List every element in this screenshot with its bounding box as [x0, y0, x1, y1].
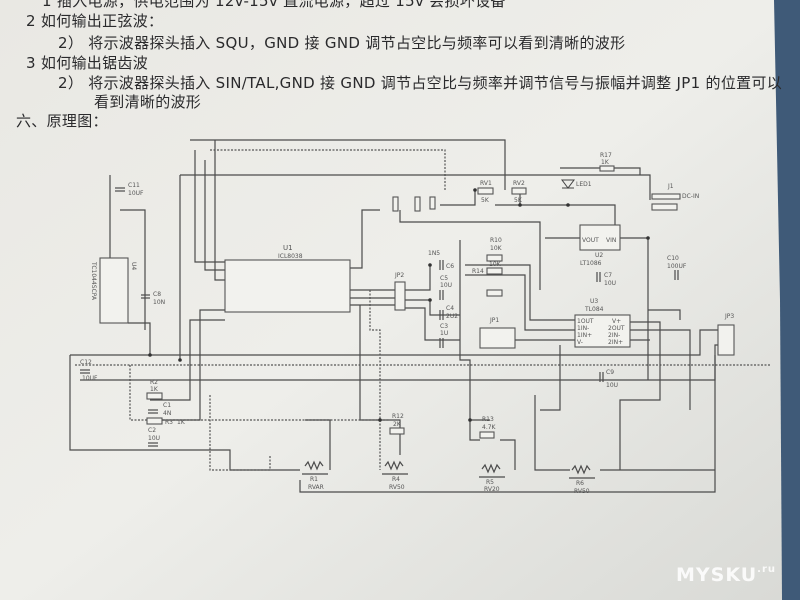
component-label: 10K: [490, 245, 503, 252]
heading-sawtooth-wave: 3 如何输出锯齿波: [26, 54, 149, 72]
component-label: 10U: [604, 280, 616, 287]
u4-charge-pump: U4 TC1044SCPA: [90, 257, 137, 324]
u4-ref: U4: [130, 262, 137, 270]
jp1-label: JP1: [489, 317, 499, 324]
u3-ref: U3: [590, 298, 598, 305]
step-sawtooth-wave-cont: 看到清晰的波形: [94, 93, 202, 111]
u3-opamp: U3 TL084 1OUT 1IN- 1IN+ V- V+ 2OUT 2IN- …: [574, 298, 631, 348]
component-label: 10U: [606, 382, 618, 389]
u2-pin-vin: VIN: [606, 237, 616, 244]
section-schematic-heading: 六、原理图：: [16, 112, 108, 130]
dc-jack: J1 DC-IN: [651, 183, 699, 211]
u2-part: LT1086: [580, 260, 602, 267]
u3-pin: 1OUT: [577, 318, 594, 325]
resistors: R17 1K RV1 5K RV2 5K R10 10K R14 10K R2 …: [146, 152, 615, 439]
component-label: C3: [440, 323, 448, 330]
heading-sine-wave: 2 如何输出正弦波：: [26, 12, 164, 30]
jumpers: JP2 JP1 JP3: [394, 272, 735, 356]
u3-part: TL084: [584, 306, 604, 313]
rv2-ref: RV2: [513, 180, 525, 187]
component-label: R13: [482, 416, 494, 423]
component-label: R3: [165, 419, 173, 426]
component-label: 4.7K: [482, 424, 497, 431]
component-label: C5: [440, 275, 448, 282]
u3-pin: 2IN+: [608, 339, 623, 346]
component-label: RVAR: [308, 484, 324, 491]
component-label: 1N5: [428, 250, 440, 257]
component-label: 10UF: [82, 375, 98, 382]
component-label: C9: [606, 369, 614, 376]
u3-pin: 2OUT: [608, 325, 625, 332]
component-label: RV50: [574, 488, 590, 495]
u3-pin: 2IN-: [608, 332, 620, 339]
u2-ref: U2: [595, 252, 603, 259]
component-label: RV20: [484, 486, 500, 493]
u4-part: TC1044SCPA: [90, 261, 97, 301]
component-label: 4N: [163, 410, 171, 417]
capacitors: C11 10UF C8 10N C12 10UF C1 4N C2 10U 1N…: [80, 182, 687, 447]
component-label: 10UF: [128, 190, 144, 197]
component-label: 10K: [489, 261, 502, 268]
component-label: C1: [163, 402, 171, 409]
circuit-wires: [69, 139, 770, 493]
u3-pin: V+: [612, 318, 621, 325]
component-label: .ru: [757, 564, 776, 575]
instruction-power: 1 插入电源，供电范围为 12v-15v 直流电源，超过 15v 会损坏设备: [42, 0, 506, 10]
u2-regulator: VOUT VIN U2 LT1086: [579, 224, 621, 267]
component-label: 5K: [481, 197, 490, 204]
u3-pin: 1IN+: [577, 332, 592, 339]
u2-pin-vout: VOUT: [582, 237, 599, 244]
potentiometers: R1 RVAR R4 RV50 R5 RV20 R6 RV50: [302, 460, 595, 495]
component-label: C4: [446, 305, 454, 312]
component-label: 10U: [148, 435, 160, 442]
u1-ref: U1: [283, 244, 293, 252]
component-label: C7: [604, 272, 612, 279]
step-sine-wave: 2） 将示波器探头插入 SQU，GND 接 GND 调节占空比与频率可以看到清晰…: [58, 34, 626, 52]
rv1-ref: RV1: [480, 180, 492, 187]
u3-pin: 1IN-: [577, 325, 589, 332]
junction-dots: [148, 188, 650, 422]
component-label: R10: [490, 237, 502, 244]
j1-ref: J1: [667, 183, 674, 190]
component-label: R5: [486, 479, 494, 486]
component-label: 1K: [177, 419, 186, 426]
component-label: R17: [600, 152, 612, 159]
component-label: R2: [150, 379, 158, 386]
jp2-label: JP2: [394, 272, 404, 279]
led-label: LED1: [576, 181, 592, 188]
component-label: 10N: [153, 299, 165, 306]
component-label: 1K: [150, 386, 159, 393]
component-label: R12: [392, 413, 404, 420]
u3-pin: V-: [577, 339, 583, 346]
jp3-label: JP3: [724, 313, 734, 320]
component-label: 2K: [393, 421, 402, 428]
component-label: RV50: [389, 484, 405, 491]
component-label: R6: [576, 480, 584, 487]
u1-chip: U1 ICL8038: [224, 244, 351, 313]
component-label: MYSKU: [675, 564, 758, 586]
watermark: MYSKU.ru: [676, 564, 776, 586]
component-label: R1: [310, 476, 318, 483]
component-label: 1U: [440, 330, 448, 337]
component-label: 10U: [440, 282, 452, 289]
u1-part: ICL8038: [278, 253, 303, 260]
component-label: 1K: [601, 159, 610, 166]
component-label: C6: [446, 263, 454, 270]
r14-ref: R14: [472, 268, 484, 275]
component-label: C11: [128, 182, 140, 189]
component-label: C12: [80, 359, 92, 366]
component-label: C10: [667, 255, 679, 262]
j1-part: DC-IN: [682, 193, 699, 200]
component-label: 100UF: [667, 263, 687, 270]
component-label: C8: [153, 291, 161, 298]
component-label: R4: [392, 476, 400, 483]
component-label: C2: [148, 427, 156, 434]
led1: LED1: [561, 179, 592, 189]
step-sawtooth-wave: 2） 将示波器探头插入 SIN/TAL,GND 接 GND 调节占空比与频率并调…: [58, 74, 783, 92]
component-label: 5K: [514, 197, 523, 204]
component-label: 2U2: [446, 313, 458, 320]
